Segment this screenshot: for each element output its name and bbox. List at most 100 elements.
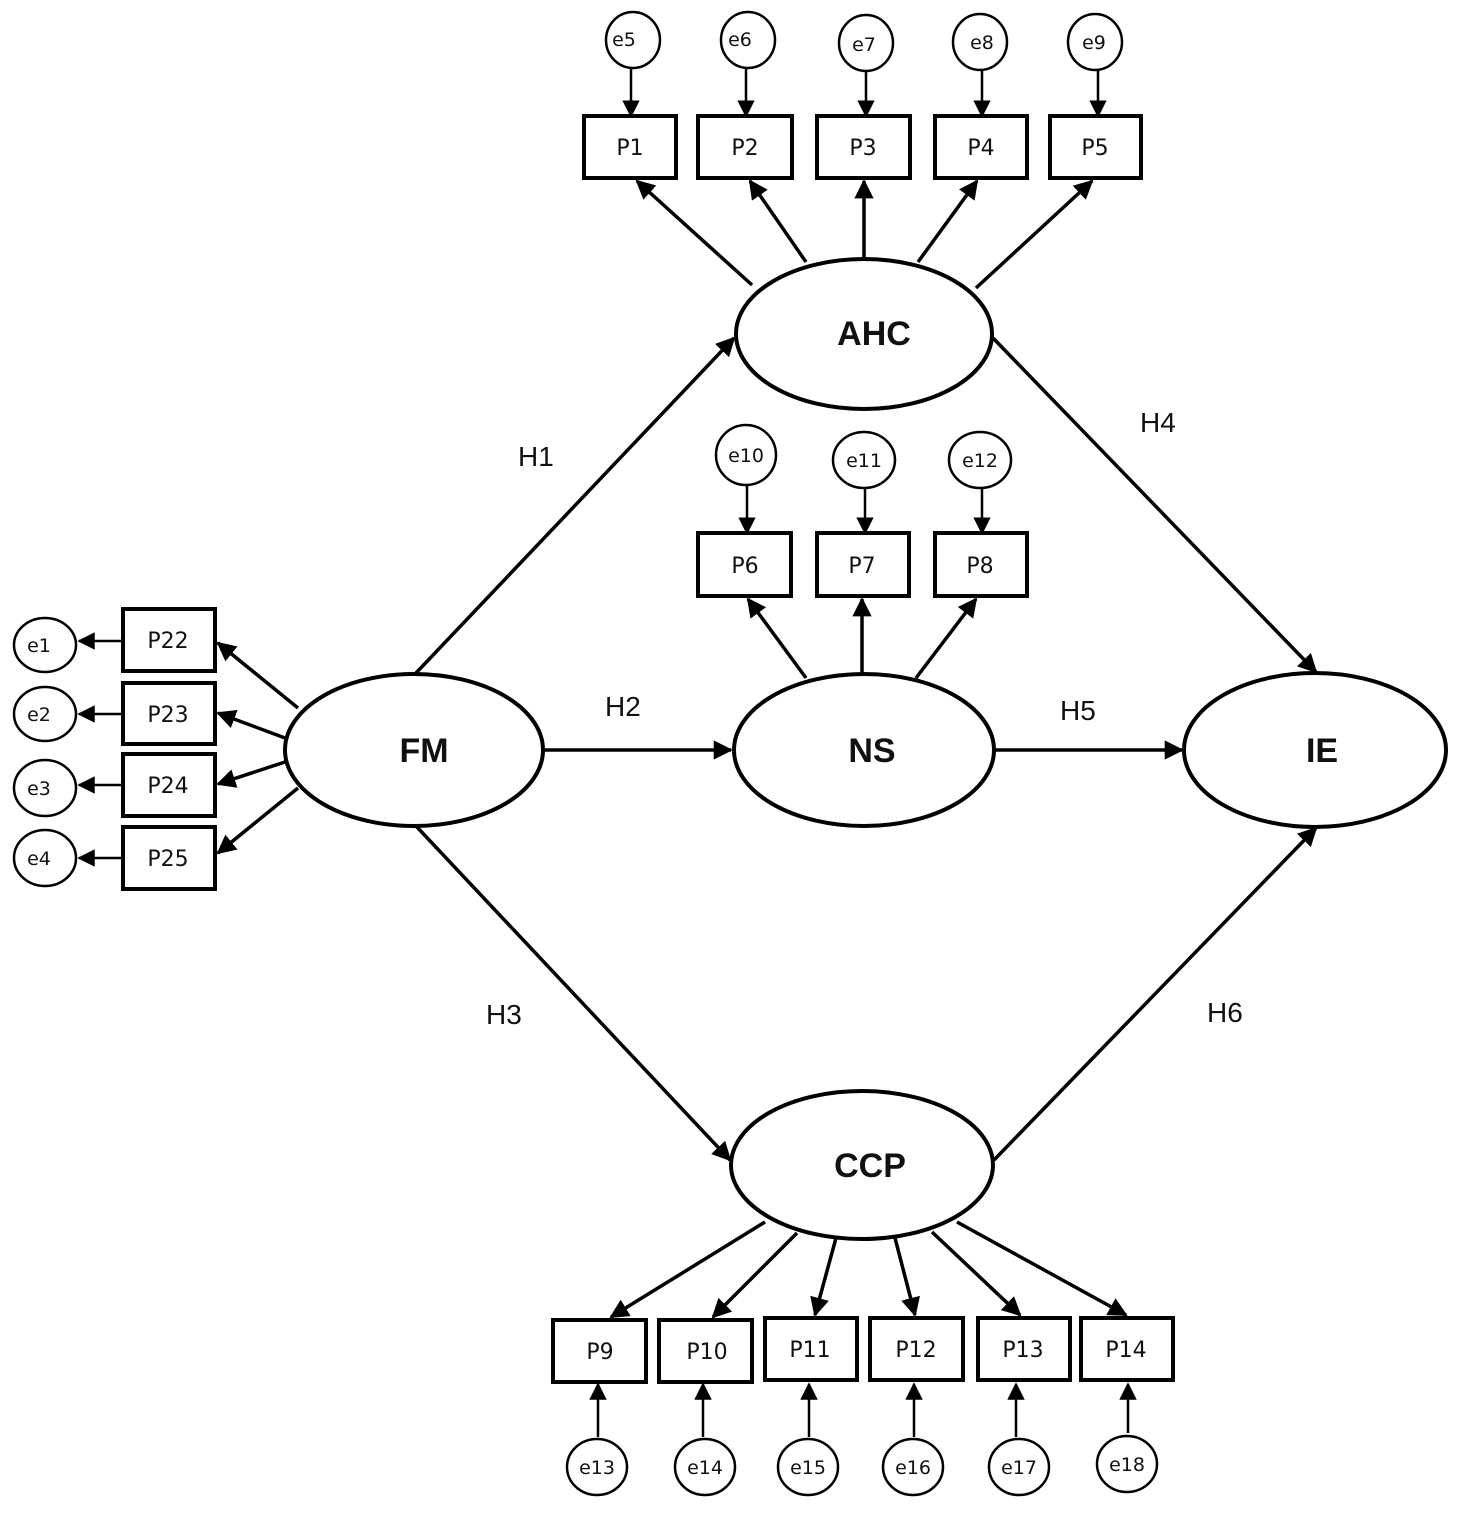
indicator-label: P13 bbox=[1002, 1338, 1043, 1363]
indicator-label: P6 bbox=[731, 554, 758, 579]
error-e2: e2 bbox=[12, 685, 78, 743]
error-e5: e5 bbox=[604, 10, 662, 70]
latent-ahc: AHC bbox=[734, 257, 994, 411]
loading-ccp-p10 bbox=[711, 1231, 799, 1319]
indicator-label: P25 bbox=[147, 847, 188, 872]
latent-ns: NS bbox=[732, 672, 996, 828]
indicator-p10: P10 bbox=[657, 1318, 754, 1384]
error-label: e3 bbox=[27, 778, 51, 800]
indicator-label: P11 bbox=[789, 1338, 830, 1363]
loading-ccp-p14 bbox=[956, 1220, 1128, 1317]
error-label: e6 bbox=[728, 29, 752, 51]
loading-ahc-p4 bbox=[916, 179, 979, 264]
path-h1 bbox=[414, 336, 736, 675]
error-label: e14 bbox=[687, 1457, 723, 1479]
ahc-loadings bbox=[635, 179, 1094, 290]
indicator-label: P14 bbox=[1105, 1338, 1146, 1363]
path-h6 bbox=[992, 826, 1318, 1162]
error-label: e11 bbox=[846, 450, 882, 472]
error-e9: e9 bbox=[1066, 12, 1124, 72]
label-h2: H2 bbox=[605, 691, 641, 722]
error-label: e8 bbox=[970, 32, 994, 54]
ns-loadings bbox=[746, 597, 978, 680]
indicator-label: P7 bbox=[848, 554, 875, 579]
error-label: e5 bbox=[612, 29, 636, 51]
error-label: e12 bbox=[962, 450, 998, 472]
indicator-label: P23 bbox=[147, 703, 188, 728]
loading-ns-p6 bbox=[746, 597, 808, 680]
indicator-p3: P3 bbox=[815, 114, 912, 180]
error-label: e2 bbox=[27, 704, 51, 726]
loading-ahc-p1 bbox=[635, 179, 754, 287]
indicator-label: P4 bbox=[967, 136, 994, 161]
indicator-p12: P12 bbox=[868, 1316, 965, 1382]
indicator-p9: P9 bbox=[551, 1318, 648, 1384]
loading-ccp-p13 bbox=[930, 1230, 1022, 1317]
error-e16: e16 bbox=[881, 1437, 945, 1497]
latent-ccp-label: CCP bbox=[834, 1147, 906, 1185]
latent-fm: FM bbox=[283, 672, 545, 828]
error-e1: e1 bbox=[12, 616, 78, 674]
error-e13: e13 bbox=[565, 1437, 629, 1497]
indicator-p22: P22 bbox=[121, 607, 217, 673]
ccp-loadings bbox=[609, 1220, 1128, 1319]
latent-ie-label: IE bbox=[1306, 732, 1338, 770]
error-e6: e6 bbox=[719, 10, 777, 70]
error-e4: e4 bbox=[12, 828, 78, 888]
error-e12: e12 bbox=[947, 430, 1013, 490]
label-h4: H4 bbox=[1140, 407, 1176, 438]
error-e17: e17 bbox=[987, 1437, 1051, 1497]
indicator-label: P9 bbox=[586, 1340, 613, 1365]
error-e11: e11 bbox=[831, 430, 897, 490]
indicator-p2: P2 bbox=[696, 114, 794, 180]
loading-ccp-p12 bbox=[893, 1237, 920, 1317]
loading-ahc-p2 bbox=[748, 179, 808, 263]
error-label: e17 bbox=[1001, 1457, 1037, 1479]
loading-fm-p22 bbox=[216, 641, 300, 710]
error-e15: e15 bbox=[776, 1437, 840, 1497]
error-label: e4 bbox=[27, 848, 51, 870]
indicator-label: P8 bbox=[966, 554, 993, 579]
error-label: e16 bbox=[895, 1457, 931, 1479]
latent-fm-label: FM bbox=[399, 732, 448, 770]
error-e14: e14 bbox=[673, 1437, 737, 1497]
error-label: e10 bbox=[728, 445, 764, 467]
indicator-p5: P5 bbox=[1048, 114, 1143, 180]
loading-fm-p23 bbox=[216, 710, 286, 740]
loading-ahc-p5 bbox=[974, 179, 1094, 290]
hypothesis-labels: H1 H2 H3 H4 H5 H6 bbox=[486, 407, 1243, 1030]
indicator-label: P2 bbox=[731, 136, 758, 161]
structural-paths bbox=[414, 336, 1318, 1162]
loading-ccp-p9 bbox=[609, 1220, 766, 1319]
indicator-label: P22 bbox=[147, 629, 188, 654]
indicator-p11: P11 bbox=[763, 1316, 859, 1382]
error-label: e13 bbox=[579, 1457, 615, 1479]
error-arrows bbox=[77, 67, 1137, 1437]
latent-ns-label: NS bbox=[848, 732, 895, 770]
label-h3: H3 bbox=[486, 999, 522, 1030]
error-e8: e8 bbox=[951, 12, 1009, 72]
indicator-label: P3 bbox=[849, 136, 876, 161]
indicator-p7: P7 bbox=[815, 531, 911, 598]
error-label: e7 bbox=[852, 34, 876, 56]
error-e7: e7 bbox=[837, 13, 895, 73]
indicator-label: P10 bbox=[686, 1340, 727, 1365]
indicator-p13: P13 bbox=[976, 1316, 1072, 1382]
latent-ie: IE bbox=[1182, 671, 1448, 829]
label-h5: H5 bbox=[1060, 695, 1096, 726]
label-h6: H6 bbox=[1207, 997, 1243, 1028]
indicator-p25: P25 bbox=[121, 825, 217, 891]
label-h1: H1 bbox=[518, 441, 554, 472]
latent-ccp: CCP bbox=[729, 1089, 995, 1241]
loading-fm-p24 bbox=[216, 760, 286, 788]
error-label: e18 bbox=[1109, 1454, 1145, 1476]
latent-ahc-label: AHC bbox=[837, 315, 911, 353]
indicator-label: P1 bbox=[616, 136, 643, 161]
indicator-p23: P23 bbox=[121, 681, 217, 746]
indicator-label: P5 bbox=[1081, 136, 1108, 161]
loading-ns-p8 bbox=[914, 597, 978, 680]
loading-ccp-p11 bbox=[810, 1237, 838, 1317]
indicator-p1: P1 bbox=[582, 114, 678, 180]
path-h4 bbox=[991, 336, 1318, 674]
